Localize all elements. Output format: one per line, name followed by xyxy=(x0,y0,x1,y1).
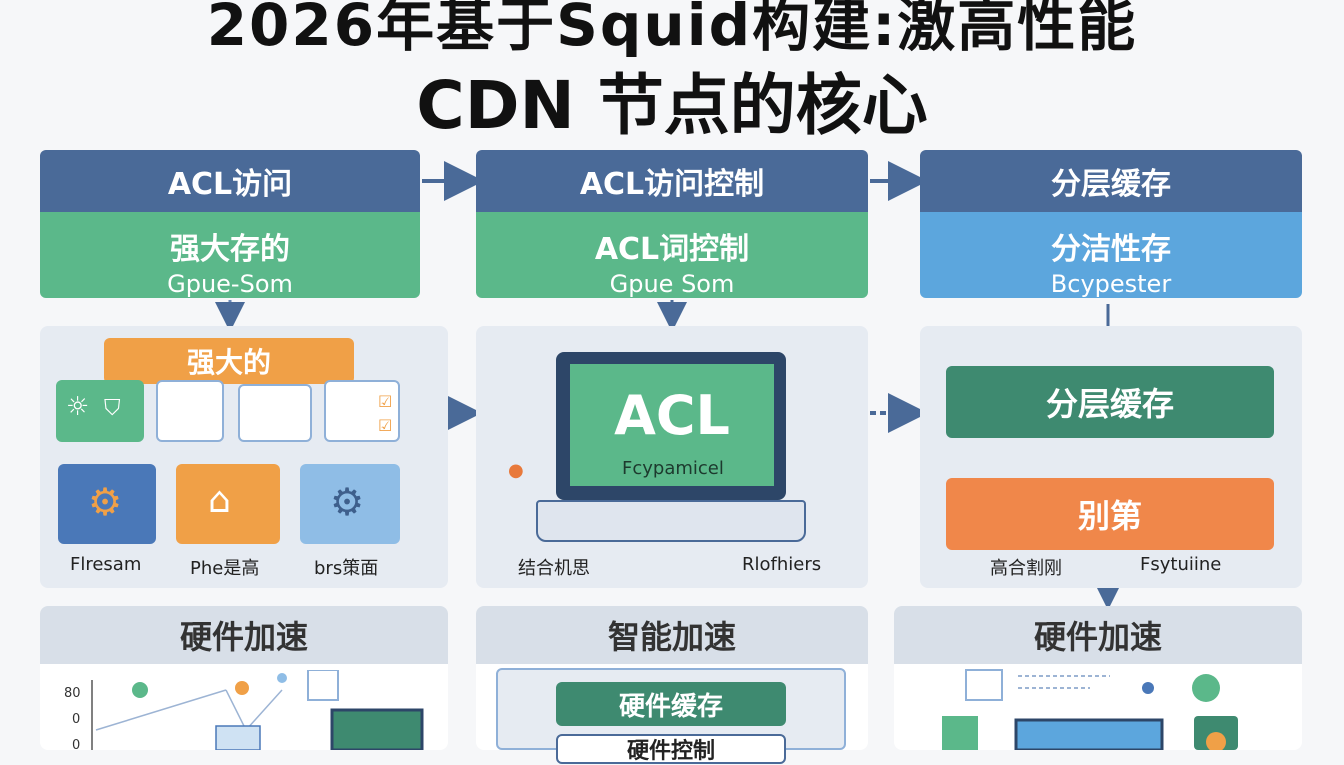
laptop-screen-title: ACL xyxy=(614,384,730,447)
acl-access-sub-main: 强大存的 xyxy=(170,232,290,267)
right-label-right: Fsytuiine xyxy=(1140,554,1222,575)
axis-tick-1: 80 xyxy=(64,686,81,701)
shield-icon: ⛉ xyxy=(104,396,121,421)
acl-control-sub: ACL词控制 Gpue Som xyxy=(476,212,868,298)
laptop-screen-sub: Fcypamicel xyxy=(622,458,724,479)
gear-card-1: ⚙ xyxy=(58,464,156,544)
left-banner: 强大的 xyxy=(104,338,354,384)
hardware-cache-box: 硬件缓存 xyxy=(556,682,786,726)
hardware-accel-right-illustration xyxy=(942,669,1238,750)
doc-card-2 xyxy=(238,384,312,442)
axis-tick-3: 0 xyxy=(72,738,81,753)
gear-icon-1: ⚙ xyxy=(88,480,123,524)
router-card: ⌂ xyxy=(176,464,280,544)
acl-access-sub: 强大存的 Gpue-Som xyxy=(40,212,420,298)
router-icon: ⌂ xyxy=(208,480,231,521)
layered-cache-box: 分层缓存 xyxy=(946,366,1274,438)
check-icon-2: ☑ xyxy=(378,416,393,435)
doc-card-1 xyxy=(156,380,224,442)
orange-dot-icon: ● xyxy=(508,460,524,481)
title-line-1: 2026年基于Squid构建:激高性能 xyxy=(206,0,1138,59)
doc-card-3: ☑ ☑ xyxy=(324,380,400,442)
left-label-2: Phe是高 xyxy=(190,558,260,579)
left-label-3: brs策面 xyxy=(314,558,379,579)
title-line-2: CDN 节点的核心 xyxy=(416,67,928,144)
mid-label-right: Rlofhiers xyxy=(742,554,822,575)
hardware-accel-right-title: 硬件加速 xyxy=(894,606,1302,664)
layered-cache-sub-main: 分洁性存 xyxy=(1051,232,1171,267)
smart-accel-title: 智能加速 xyxy=(476,606,868,664)
gear-icon-2: ⚙ xyxy=(330,480,365,524)
acl-access-sub-en: Gpue-Som xyxy=(167,270,293,298)
layered-cache-header: 分层缓存 xyxy=(920,150,1302,212)
acl-control-sub-main: ACL词控制 xyxy=(594,232,750,267)
other-box: 别第 xyxy=(946,478,1274,550)
acl-control-sub-en: Gpue Som xyxy=(609,270,735,298)
hardware-accel-left-title: 硬件加速 xyxy=(40,606,448,664)
right-label-left: 高合割刚 xyxy=(990,558,1062,579)
mid-label-left: 结合机思 xyxy=(518,558,590,579)
hardware-network-illustration xyxy=(91,670,424,750)
gear-card-2: ⚙ xyxy=(300,464,400,544)
laptop-keyboard xyxy=(536,500,806,542)
axis-tick-2: 0 xyxy=(72,712,81,727)
sun-icon: ☼ xyxy=(66,392,90,422)
layered-cache-sub-en: Bcypester xyxy=(1050,270,1172,298)
laptop-screen: ACL Fcypamicel xyxy=(570,364,774,486)
acl-access-header: ACL访问 xyxy=(40,150,420,212)
hardware-control-box: 硬件控制 xyxy=(556,734,786,764)
sun-shield-card: ☼ ⛉ xyxy=(56,380,144,442)
layered-cache-sub: 分洁性存 Bcypester xyxy=(920,212,1302,298)
check-icon-1: ☑ xyxy=(378,392,393,411)
left-label-1: Flresam xyxy=(70,554,142,575)
acl-control-header: ACL访问控制 xyxy=(476,150,868,212)
